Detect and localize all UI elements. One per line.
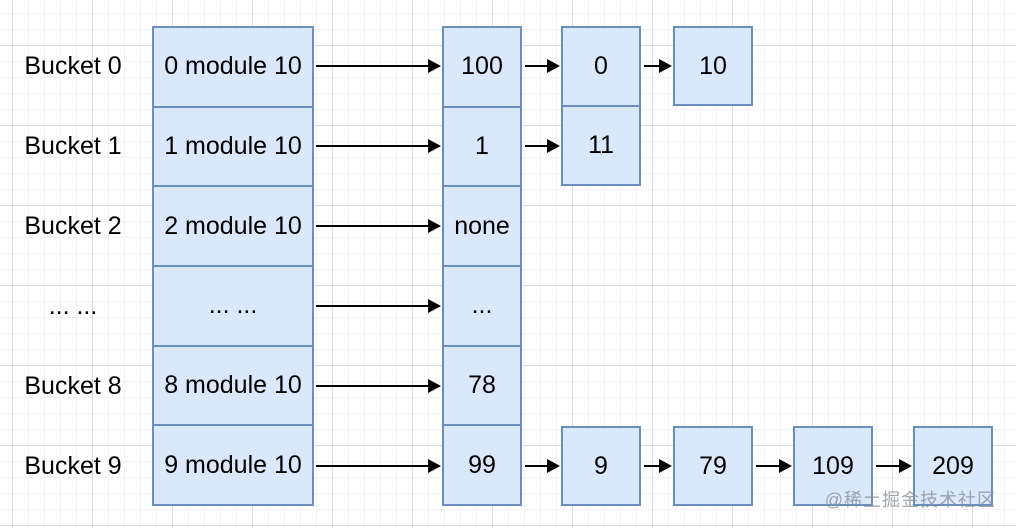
list-head-column: 100 1 none ... 78 99 xyxy=(442,26,522,506)
node-99-to-9-arrow xyxy=(525,459,560,473)
node-109-to-209-arrow xyxy=(876,459,912,473)
node-100-to-0-arrow xyxy=(525,59,560,73)
chain-node-10: 10 xyxy=(673,26,753,106)
bucket-2-label: Bucket 2 xyxy=(24,211,122,240)
bucket-9-to-head-arrow xyxy=(316,459,441,473)
node-0-to-10-arrow xyxy=(644,59,672,73)
bucket-dots-cell: ... ... xyxy=(154,265,312,345)
chain-node-209: 209 xyxy=(913,426,993,506)
bucket-9-cell: 9 module 10 xyxy=(154,424,312,504)
head-dots-cell: ... xyxy=(444,265,520,345)
bucket-2-to-head-arrow xyxy=(316,219,441,233)
head-1-cell: 1 xyxy=(444,105,520,186)
node-79-to-109-arrow xyxy=(756,459,792,473)
bucket-0-to-head-arrow xyxy=(316,59,441,73)
chain-node-column: 0 11 xyxy=(561,26,641,186)
bucket-8-label: Bucket 8 xyxy=(24,371,122,400)
head-0-cell: 100 xyxy=(461,52,503,81)
head-9-cell: 99 xyxy=(444,424,520,504)
head-2-cell: none xyxy=(444,185,520,265)
head-8-cell: 78 xyxy=(444,344,520,425)
chain-node-9: 9 xyxy=(561,426,641,506)
bucket-9-label: Bucket 9 xyxy=(24,451,122,480)
bucket-8-cell: 8 module 10 xyxy=(154,344,312,425)
bucket-1-label: Bucket 1 xyxy=(24,131,122,160)
bucket-dots-label: ... ... xyxy=(48,291,98,320)
node-1-to-11-arrow xyxy=(525,139,560,153)
watermark: @稀土掘金技术社区 xyxy=(824,490,996,510)
bucket-1-to-head-arrow xyxy=(316,139,441,153)
chain-node-0: 0 xyxy=(594,52,608,80)
bucket-0-cell: 0 module 10 xyxy=(164,52,302,81)
chain-node-79: 79 xyxy=(673,426,753,506)
bucket-0-label: Bucket 0 xyxy=(24,51,122,80)
node-9-to-79-arrow xyxy=(644,459,672,473)
bucket-1-cell: 1 module 10 xyxy=(154,105,312,186)
chain-node-109: 109 xyxy=(793,426,873,506)
bucket-2-cell: 2 module 10 xyxy=(154,185,312,265)
bucket-dots-to-head-arrow xyxy=(316,299,441,313)
bucket-array-column: 0 module 10 1 module 10 2 module 10 ... … xyxy=(152,26,314,506)
bucket-8-to-head-arrow xyxy=(316,379,441,393)
chain-node-11: 11 xyxy=(563,105,639,184)
